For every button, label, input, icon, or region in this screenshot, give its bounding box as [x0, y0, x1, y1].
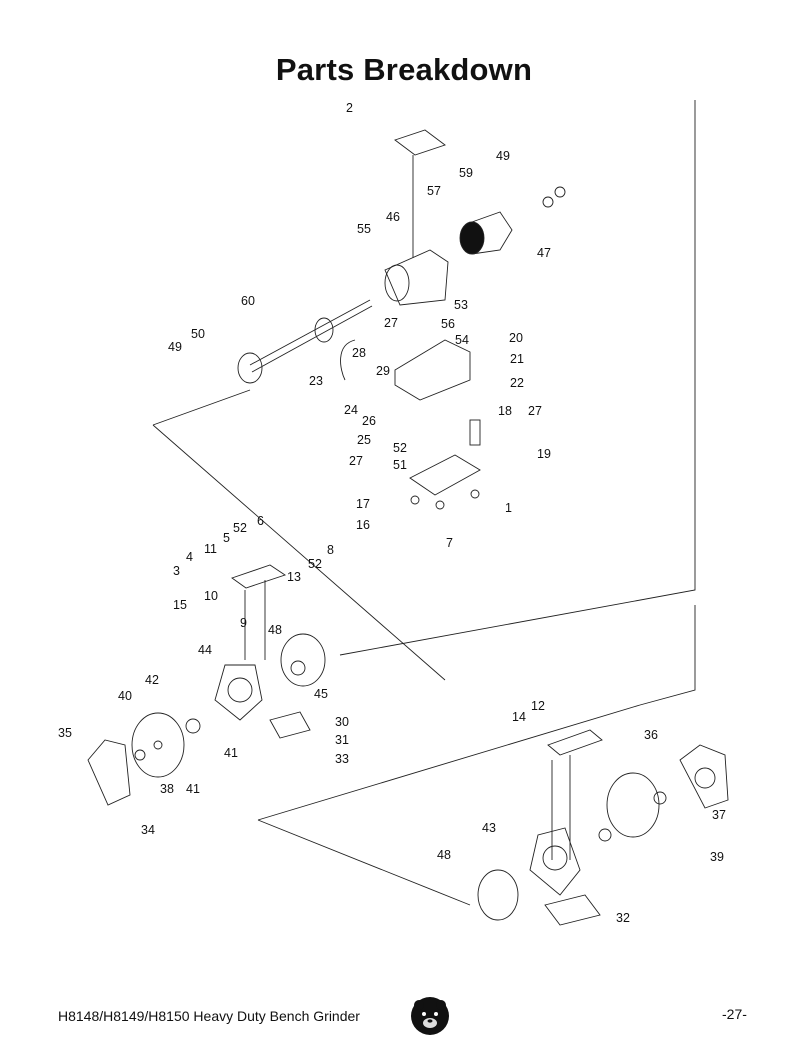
callout-25: 25 — [357, 433, 371, 447]
bear-head-logo-icon — [411, 997, 449, 1035]
callout-1: 1 — [505, 501, 512, 515]
callout-43: 43 — [482, 821, 496, 835]
callout-13: 13 — [287, 570, 301, 584]
callout-6: 6 — [257, 514, 264, 528]
footer-model-text: H8148/H8149/H8150 Heavy Duty Bench Grind… — [58, 1008, 360, 1024]
callout-26: 26 — [362, 414, 376, 428]
callout-30: 30 — [335, 715, 349, 729]
callout-7: 7 — [446, 536, 453, 550]
callout-46: 46 — [386, 210, 400, 224]
callout-38: 38 — [160, 782, 174, 796]
callout-18: 18 — [498, 404, 512, 418]
callout-9: 9 — [240, 616, 247, 630]
callout-52: 52 — [308, 557, 322, 571]
callout-52: 52 — [233, 521, 247, 535]
callout-4: 4 — [186, 550, 193, 564]
callout-5: 5 — [223, 531, 230, 545]
callout-60: 60 — [241, 294, 255, 308]
callout-36: 36 — [644, 728, 658, 742]
callout-20: 20 — [509, 331, 523, 345]
callout-57: 57 — [427, 184, 441, 198]
callout-49: 49 — [168, 340, 182, 354]
callout-15: 15 — [173, 598, 187, 612]
callout-16: 16 — [356, 518, 370, 532]
callout-23: 23 — [309, 374, 323, 388]
callout-24: 24 — [344, 403, 358, 417]
callout-55: 55 — [357, 222, 371, 236]
callout-34: 34 — [141, 823, 155, 837]
callout-37: 37 — [712, 808, 726, 822]
callout-39: 39 — [710, 850, 724, 864]
callout-44: 44 — [198, 643, 212, 657]
callout-52: 52 — [393, 441, 407, 455]
callout-41: 41 — [224, 746, 238, 760]
callout-35: 35 — [58, 726, 72, 740]
callout-56: 56 — [441, 317, 455, 331]
callout-11: 11 — [204, 542, 217, 556]
callout-27: 27 — [349, 454, 363, 468]
callout-22: 22 — [510, 376, 524, 390]
callout-48: 48 — [268, 623, 282, 637]
callout-32: 32 — [616, 911, 630, 925]
callout-41: 41 — [186, 782, 200, 796]
callout-53: 53 — [454, 298, 468, 312]
callout-17: 17 — [356, 497, 370, 511]
callout-21: 21 — [510, 352, 524, 366]
callout-31: 31 — [335, 733, 349, 747]
callout-29: 29 — [376, 364, 390, 378]
callout-12: 12 — [531, 699, 545, 713]
callout-2: 2 — [346, 101, 353, 115]
callout-28: 28 — [352, 346, 366, 360]
callout-54: 54 — [455, 333, 469, 347]
callout-48: 48 — [437, 848, 451, 862]
callout-27: 27 — [528, 404, 542, 418]
callout-49: 49 — [496, 149, 510, 163]
callout-14: 14 — [512, 710, 526, 724]
callout-19: 19 — [537, 447, 551, 461]
callout-10: 10 — [204, 589, 218, 603]
callout-51: 51 — [393, 458, 407, 472]
callout-8: 8 — [327, 543, 334, 557]
callout-45: 45 — [314, 687, 328, 701]
callout-50: 50 — [191, 327, 205, 341]
page-title: Parts Breakdown — [275, 52, 533, 87]
callout-59: 59 — [459, 166, 473, 180]
callout-47: 47 — [537, 246, 551, 260]
callout-3: 3 — [173, 564, 180, 578]
callout-33: 33 — [335, 752, 349, 766]
page-number: -27- — [722, 1006, 747, 1022]
callout-27: 27 — [384, 316, 398, 330]
callout-42: 42 — [145, 673, 159, 687]
callout-40: 40 — [118, 689, 132, 703]
